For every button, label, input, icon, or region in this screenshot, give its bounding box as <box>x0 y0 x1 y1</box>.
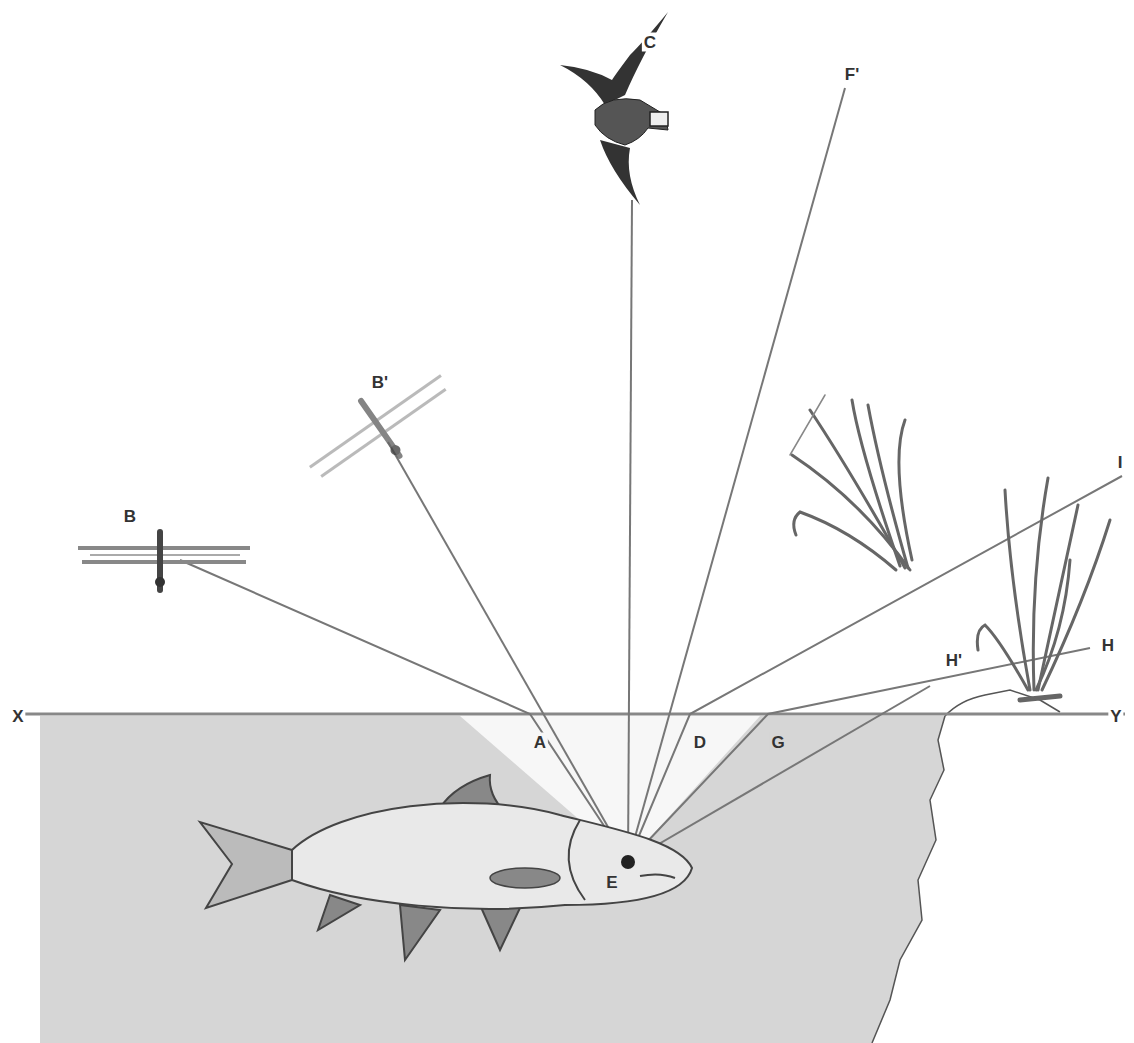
point-label: G <box>769 733 786 752</box>
point-label: I <box>1116 453 1125 472</box>
point-label: B' <box>370 373 390 392</box>
point-label: X <box>10 707 25 726</box>
bird <box>560 12 668 205</box>
point-label: C <box>642 33 658 52</box>
bank-top <box>945 690 1060 716</box>
dragonfly-image <box>296 355 465 502</box>
point-label: H' <box>944 651 964 670</box>
bank-edge <box>872 716 945 1043</box>
water <box>40 716 945 1043</box>
fish <box>200 775 692 960</box>
water-surface <box>15 713 1125 716</box>
sight-lines <box>180 88 1122 862</box>
point-label: H <box>1100 636 1116 655</box>
point-label: A <box>532 733 548 752</box>
ray-b-apparent <box>388 442 628 862</box>
ray-i <box>628 476 1122 862</box>
reeds-image <box>790 395 912 570</box>
point-label: B <box>122 507 138 526</box>
point-label: Y <box>1108 707 1123 726</box>
reeds <box>977 478 1110 700</box>
point-label: E <box>604 873 619 892</box>
point-label: D <box>692 733 708 752</box>
point-label: F' <box>843 65 861 84</box>
ray-c <box>628 200 632 862</box>
dragonfly <box>78 532 250 590</box>
